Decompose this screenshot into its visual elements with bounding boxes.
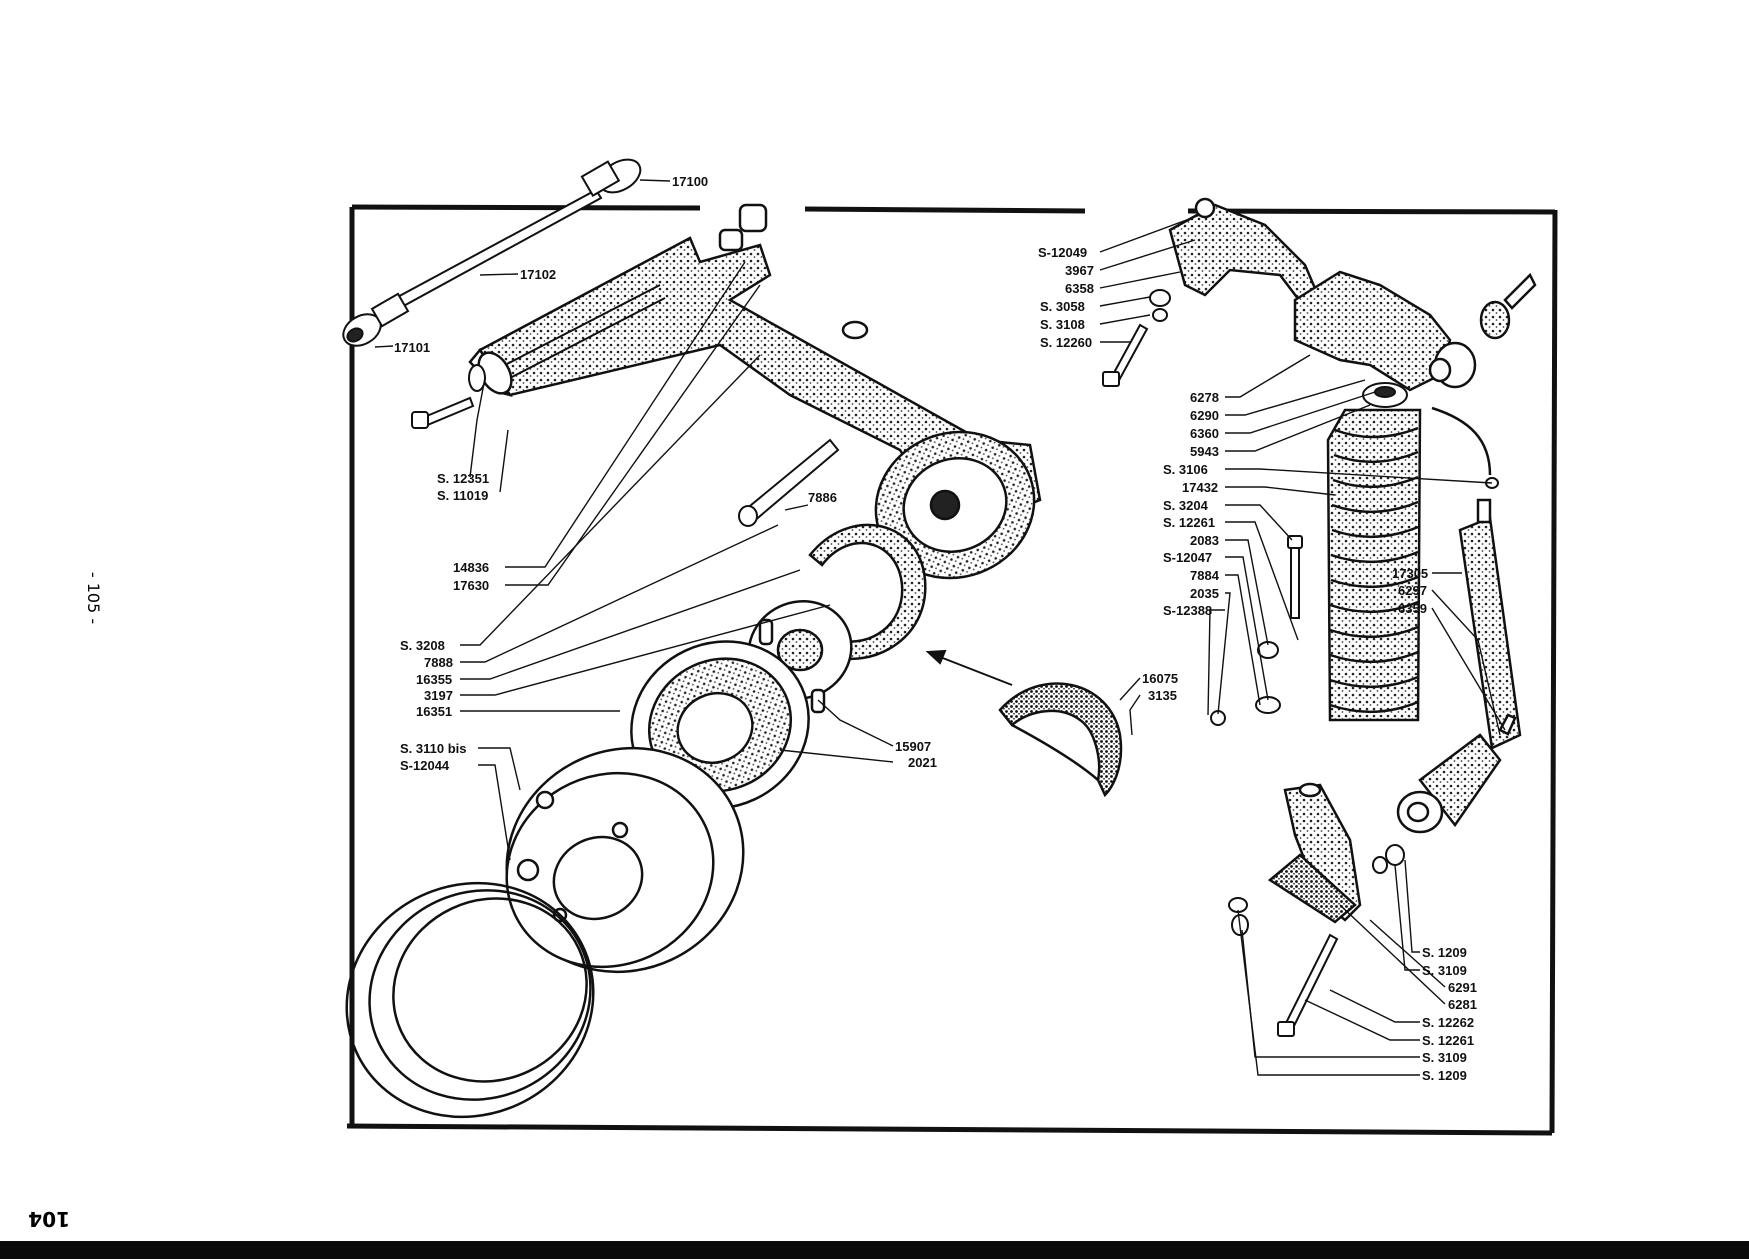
callout-14836: 14836 xyxy=(453,560,489,575)
callout-16075: 16075 xyxy=(1142,671,1178,686)
callout-s12388: S-12388 xyxy=(1163,603,1212,618)
callout-s3204: S. 3204 xyxy=(1163,498,1209,513)
callout-s3109a: S. 3109 xyxy=(1422,963,1467,978)
callout-16355: 16355 xyxy=(416,672,452,687)
callout-17305: 17305 xyxy=(1392,566,1428,581)
callout-7888: 7888 xyxy=(424,655,453,670)
shock-absorber-icon xyxy=(1396,498,1522,834)
callout-7886: 7886 xyxy=(808,490,837,505)
callout-s3106: S. 3106 xyxy=(1163,462,1208,477)
coil-spring-turns xyxy=(1329,426,1419,713)
callout-s12260: S. 12260 xyxy=(1040,335,1092,350)
callout-6291: 6291 xyxy=(1448,980,1477,995)
arrow-icon xyxy=(1431,406,1492,476)
callout-6290: 6290 xyxy=(1190,408,1219,423)
callout-s12047: S-12047 xyxy=(1163,550,1212,565)
callout-2021: 2021 xyxy=(908,755,937,770)
callout-2035: 2035 xyxy=(1190,586,1219,601)
callout-7884: 7884 xyxy=(1190,568,1220,583)
bolt-icon xyxy=(1102,289,1171,387)
leader-lines xyxy=(374,179,1506,1076)
bracket-icon xyxy=(1293,270,1537,392)
callout-s3108: S. 3108 xyxy=(1040,317,1085,332)
callout-6278: 6278 xyxy=(1190,390,1219,405)
bolt-icon xyxy=(411,364,486,429)
torsion-bar-icon xyxy=(342,158,642,347)
callout-5943: 5943 xyxy=(1190,444,1219,459)
lower-bracket-icon xyxy=(1267,782,1362,924)
callout-s12044: S-12044 xyxy=(400,758,450,773)
callout-s11019: S. 11019 xyxy=(437,488,488,503)
callout-3197: 3197 xyxy=(424,688,453,703)
callout-s3110bis: S. 3110 bis xyxy=(400,741,467,756)
bolt-icon xyxy=(1228,844,1405,1037)
brake-backing-plate-icon xyxy=(874,430,1036,580)
callout-s12261a: S. 12261 xyxy=(1163,515,1215,530)
pin-icon xyxy=(738,438,840,527)
callout-6358: 6358 xyxy=(1065,281,1094,296)
wheel-rim-icon xyxy=(345,881,595,1119)
side-page-number: - 105 - xyxy=(84,572,103,624)
callout-s3208: S. 3208 xyxy=(400,638,445,653)
callout-15907: 15907 xyxy=(895,739,931,754)
callout-6297: 6297 xyxy=(1398,583,1427,598)
callout-s12351: S. 12351 xyxy=(437,471,489,486)
callout-17630: 17630 xyxy=(453,578,489,593)
callout-6359: 6359 xyxy=(1398,601,1427,616)
callout-3967: 3967 xyxy=(1065,263,1094,278)
callout-17101: 17101 xyxy=(394,340,430,355)
callout-17102: 17102 xyxy=(520,267,556,282)
callout-17432: 17432 xyxy=(1182,480,1218,495)
callout-s12262: S. 12262 xyxy=(1422,1015,1474,1030)
callout-s12261b: S. 12261 xyxy=(1422,1033,1474,1048)
axle-arm-icon xyxy=(468,203,1042,522)
callout-s3109b: S. 3109 xyxy=(1422,1050,1467,1065)
scan-bottom-edge xyxy=(0,1241,1749,1259)
washer-icon xyxy=(1210,641,1281,726)
callout-6360: 6360 xyxy=(1190,426,1219,441)
callout-17100: 17100 xyxy=(672,174,708,189)
callout-16351: 16351 xyxy=(416,704,452,719)
callout-2083: 2083 xyxy=(1190,533,1219,548)
callout-s12049: S-12049 xyxy=(1038,245,1087,260)
spring-seat-icon xyxy=(1362,382,1408,408)
page-number: 104 xyxy=(28,1207,70,1231)
callout-s1209a: S. 1209 xyxy=(1422,945,1467,960)
upper-lever-icon xyxy=(1168,197,1322,310)
callout-s3058: S. 3058 xyxy=(1040,299,1085,314)
labels-right: S-12049 3967 6358 S. 3058 S. 3108 S. 122… xyxy=(1038,245,1477,1083)
callout-6281: 6281 xyxy=(1448,997,1477,1012)
labels-left: 17100 17102 17101 S. 12351 S. 11019 7886… xyxy=(394,174,1178,773)
callout-s1209b: S. 1209 xyxy=(1422,1068,1467,1083)
callout-3135: 3135 xyxy=(1148,688,1177,703)
wheel-disc-icon xyxy=(505,746,745,974)
bolt-icon xyxy=(1287,535,1303,619)
coil-spring-icon xyxy=(1326,408,1422,722)
arrow-icon xyxy=(925,649,1013,686)
brake-lining-icon xyxy=(998,682,1123,798)
